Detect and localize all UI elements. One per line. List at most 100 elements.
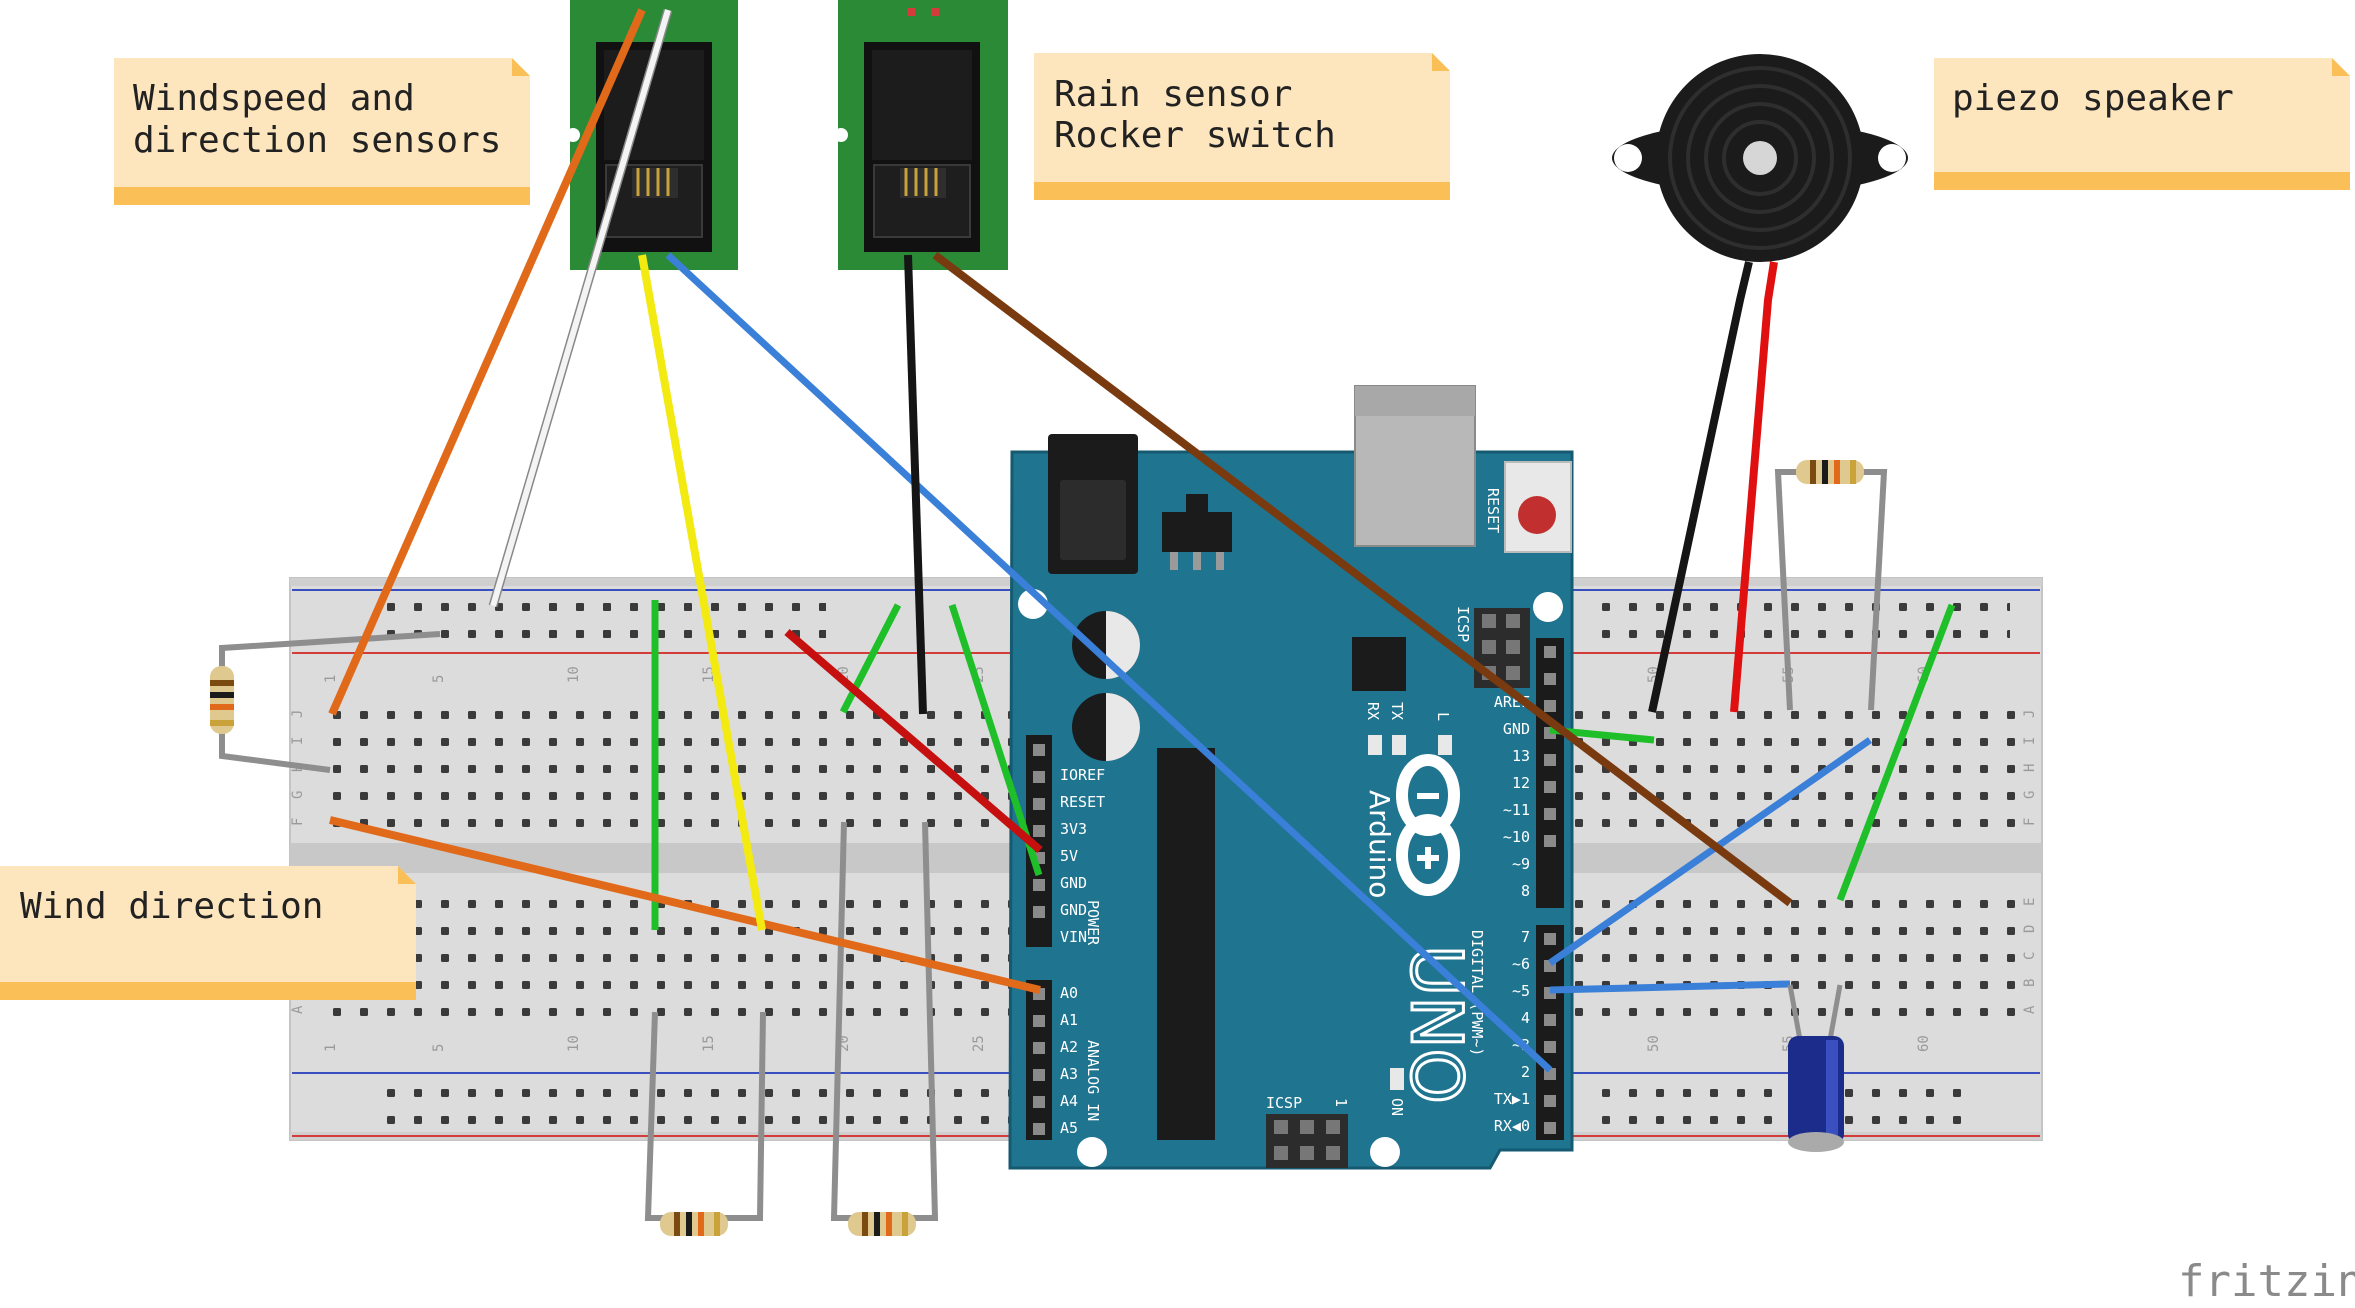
digital-pin-label: RX◀0 — [1494, 1117, 1530, 1135]
note-wind-direction-line-1: Wind direction — [20, 886, 323, 927]
rj-connector-rain — [834, 0, 1008, 270]
row-letter-top: I — [2022, 737, 2038, 745]
wire-blue — [665, 252, 1553, 1073]
column-number-bottom: 1 — [323, 1044, 339, 1052]
power-pin-label: 5V — [1060, 847, 1078, 865]
arduino-brand-label: Arduino — [1363, 790, 1396, 898]
analog-pin-label: A5 — [1060, 1119, 1078, 1137]
column-number-top: 10 — [566, 666, 582, 683]
analog-pin-label: A4 — [1060, 1092, 1078, 1110]
fritzing-logo: fritzing — [2178, 1256, 2355, 1307]
l-led — [1438, 735, 1452, 755]
digital-pin-label: ~5 — [1512, 982, 1530, 1000]
note-windspeed-line-2: direction sensors — [133, 120, 501, 161]
resistor-bottom-2 — [848, 1212, 916, 1236]
digital-pin-label: ~9 — [1512, 855, 1530, 873]
atmega-chip — [1157, 748, 1215, 1140]
l-label: L — [1434, 712, 1452, 721]
on-led — [1390, 1068, 1404, 1090]
power-pin-label: IOREF — [1060, 766, 1105, 784]
digital-pin-label: ~10 — [1503, 828, 1530, 846]
column-number-bottom: 10 — [566, 1035, 582, 1052]
column-number-bottom: 25 — [971, 1035, 987, 1052]
note-piezo: piezo speaker — [1934, 58, 2350, 190]
wire-brown — [932, 251, 1793, 907]
note-rain: Rain sensor Rocker switch — [1034, 53, 1450, 200]
analog-pin-label: A2 — [1060, 1038, 1078, 1056]
row-letter-top: G — [290, 791, 306, 799]
on-label: ON — [1388, 1098, 1406, 1116]
analog-header — [1026, 980, 1052, 1140]
column-number-bottom: 50 — [1646, 1035, 1662, 1052]
rj-connector-wind — [566, 0, 738, 270]
reset-label: RESET — [1484, 488, 1502, 533]
wire-black — [904, 254, 927, 715]
note-rain-line-1: Rain sensor — [1054, 74, 1292, 115]
arduino-logo-icon — [1396, 754, 1460, 897]
column-number-bottom: 60 — [1916, 1035, 1932, 1052]
row-letter-top: J — [290, 710, 306, 718]
arduino-uno-board: RESET ICSP RX TX L — [1008, 385, 1574, 1170]
icsp-header-bottom — [1266, 1114, 1348, 1168]
row-letter-top: F — [2022, 818, 2038, 826]
note-wind-direction: Wind direction — [0, 866, 416, 1000]
uno-model-label: UNO — [1395, 945, 1477, 1104]
analog-pin-label: A1 — [1060, 1011, 1078, 1029]
row-letter-bottom: A — [2022, 1005, 2038, 1014]
wire-red — [784, 628, 1043, 854]
digital-pin-label: TX▶1 — [1494, 1090, 1530, 1108]
note-windspeed: Windspeed and direction sensors — [114, 58, 530, 205]
voltage-regulator — [1162, 512, 1232, 552]
row-letter-bottom: A — [290, 1005, 306, 1014]
wire-black — [1648, 261, 1753, 713]
wire-yellow — [638, 254, 766, 931]
tx-label: TX — [1388, 702, 1406, 720]
digital-pin-label: ~6 — [1512, 955, 1530, 973]
wire-red — [1730, 261, 1778, 713]
row-letter-bottom: B — [2022, 979, 2038, 987]
mounting-hole — [1370, 1137, 1400, 1167]
digital-pin-label: 8 — [1521, 882, 1530, 900]
row-letter-bottom: D — [2022, 925, 2038, 933]
electrolytic-capacitor — [1787, 984, 1844, 1152]
wire-blue — [1547, 737, 1873, 966]
usb-chip — [1352, 637, 1406, 691]
power-pin-label: GND — [1060, 901, 1087, 919]
power-pin-label: RESET — [1060, 793, 1105, 811]
power-section-label: POWER — [1084, 900, 1102, 946]
digital-pin-label: 7 — [1521, 928, 1530, 946]
note-piezo-line-1: piezo speaker — [1952, 78, 2234, 119]
rx-led — [1368, 735, 1382, 755]
row-letter-bottom: C — [2022, 952, 2038, 960]
analog-pin-label: A3 — [1060, 1065, 1078, 1083]
reset-button-cap[interactable] — [1518, 496, 1556, 534]
digital-section-label: DIGITAL (PWM~) — [1468, 930, 1486, 1056]
column-number-top: 1 — [323, 675, 339, 683]
tx-led — [1392, 735, 1406, 755]
column-number-bottom: 15 — [701, 1035, 717, 1052]
row-letter-top: H — [2022, 764, 2038, 772]
digital-pin-label: GND — [1503, 720, 1530, 738]
resistor-top-right — [1796, 460, 1864, 484]
wire-white — [490, 9, 671, 607]
wire-green — [839, 603, 902, 714]
power-pin-label: GND — [1060, 874, 1087, 892]
icsp-pin1-label: 1 — [1332, 1098, 1350, 1107]
column-number-bottom: 5 — [431, 1044, 447, 1052]
row-letter-top: G — [2022, 791, 2038, 799]
wire-green — [948, 603, 1043, 877]
digital-pin-label: 13 — [1512, 747, 1530, 765]
icsp-label-top: ICSP — [1454, 606, 1472, 642]
row-letter-top: F — [290, 818, 306, 826]
icsp-label-bottom: ICSP — [1266, 1094, 1302, 1112]
power-pin-label: 3V3 — [1060, 820, 1087, 838]
analog-section-label: ANALOG IN — [1084, 1040, 1102, 1121]
wire-orange — [329, 816, 1041, 994]
mounting-hole — [1533, 592, 1563, 622]
resistor-bottom-1 — [660, 1212, 728, 1236]
piezo-speaker-icon — [1612, 54, 1908, 262]
rx-label: RX — [1364, 702, 1382, 720]
analog-pin-label: A0 — [1060, 984, 1078, 1002]
note-windspeed-line-1: Windspeed and — [133, 78, 415, 119]
